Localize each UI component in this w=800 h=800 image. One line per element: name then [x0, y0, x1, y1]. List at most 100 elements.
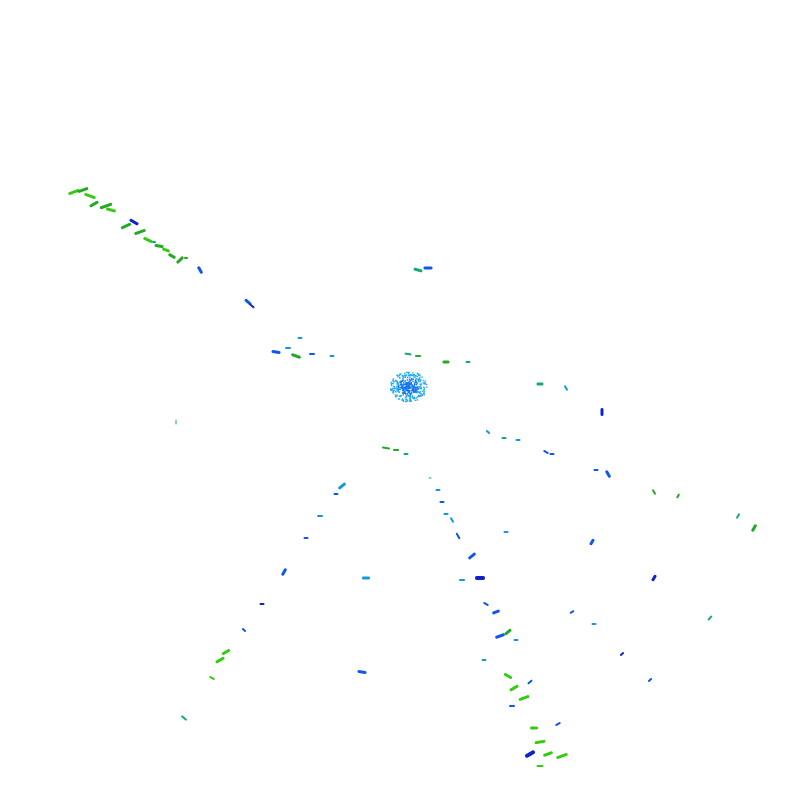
center-echo-dot — [424, 380, 427, 382]
center-echo-dot — [402, 377, 404, 379]
center-echo-dot — [406, 383, 408, 386]
center-echo-dot — [414, 386, 416, 389]
center-echo-dot — [394, 394, 397, 396]
center-echo-dot — [393, 387, 395, 390]
center-echo-dot — [409, 385, 411, 388]
echo-streak — [68, 189, 80, 195]
center-echo-dot — [407, 385, 410, 388]
echo-streak — [619, 652, 625, 656]
center-echo-dot — [413, 374, 415, 376]
center-echo-dot — [414, 388, 417, 390]
echo-streak — [492, 609, 500, 615]
echo-streak — [555, 722, 561, 726]
center-echo-dot — [423, 391, 426, 393]
echo-streak — [77, 187, 89, 193]
center-echo-dot — [404, 372, 406, 374]
center-echo-dot — [407, 387, 409, 390]
center-echo-dot — [404, 380, 406, 382]
echo-streak — [357, 670, 367, 674]
center-echo-dot — [411, 395, 413, 397]
echo-streak — [495, 633, 505, 639]
echo-streak — [413, 267, 423, 273]
center-echo-dot — [418, 378, 420, 380]
center-echo-dot — [413, 385, 415, 387]
center-echo-dot — [390, 383, 392, 385]
echo-streak — [162, 247, 170, 253]
center-echo-dot — [392, 387, 394, 390]
echo-streak — [569, 610, 575, 614]
echo-streak — [404, 352, 412, 356]
center-echo-dot — [405, 389, 408, 392]
center-echo-dot — [397, 374, 399, 376]
echo-streak — [209, 676, 215, 680]
echo-streak — [589, 538, 595, 546]
center-echo-dot — [404, 388, 406, 391]
center-echo-dot — [405, 400, 407, 403]
center-echo-dot — [398, 388, 400, 390]
center-echo-dot — [407, 386, 409, 389]
echo-streak — [751, 524, 757, 532]
echo-streak — [168, 253, 176, 259]
center-echo-dot — [417, 386, 419, 388]
center-echo-dot — [398, 385, 400, 387]
echo-streak — [647, 678, 653, 682]
center-echo-dot — [411, 387, 414, 389]
center-echo-dot — [397, 398, 400, 400]
center-echo-dot — [398, 398, 401, 400]
center-echo-dot — [393, 381, 395, 383]
center-echo-dot — [423, 387, 425, 389]
center-echo-dot — [406, 393, 408, 395]
echo-streak — [89, 200, 99, 208]
center-echo-dot — [402, 379, 404, 381]
center-echo-dot — [403, 390, 405, 392]
center-echo-dot — [420, 384, 422, 386]
center-echo-dot — [409, 382, 411, 384]
center-echo-dot — [406, 390, 409, 392]
center-echo-dot — [416, 388, 418, 390]
center-echo-dot — [399, 384, 402, 386]
echo-streak — [241, 628, 247, 632]
center-echo-dot — [413, 376, 415, 378]
center-echo-dot — [409, 394, 411, 396]
echo-streak — [527, 679, 533, 685]
center-echo-dot — [406, 379, 409, 381]
center-echo-dot — [407, 376, 409, 379]
center-echo-dot — [415, 391, 417, 394]
echo-streak — [518, 695, 530, 701]
echo-streak — [543, 450, 549, 454]
center-echo-dot — [407, 381, 409, 384]
echo-streak — [556, 753, 568, 759]
center-echo-dot — [392, 379, 394, 382]
center-echo-dot — [402, 388, 404, 390]
center-echo-dot — [399, 395, 402, 398]
center-echo-dot — [402, 387, 405, 389]
center-echo-dot — [409, 400, 411, 402]
center-echo-dot — [412, 374, 414, 377]
center-echo-dot — [392, 390, 394, 392]
center-echo-dot — [399, 388, 401, 391]
center-echo-dot — [418, 380, 420, 383]
center-echo-dot — [390, 381, 392, 384]
center-echo-dot — [416, 399, 419, 401]
echo-streak — [676, 493, 680, 499]
center-echo-dot — [410, 390, 413, 392]
center-echo-dot — [408, 395, 410, 397]
center-echo-dot — [410, 382, 413, 384]
center-echo-dot — [419, 391, 421, 393]
center-echo-dot — [408, 373, 410, 375]
center-echo-dot — [414, 381, 417, 383]
echo-streak — [338, 482, 346, 490]
center-echo-dot — [390, 388, 392, 390]
center-echo-dot — [412, 380, 414, 382]
center-echo-dot — [397, 387, 400, 389]
center-echo-dot — [415, 389, 417, 392]
center-echo-dot — [392, 378, 395, 380]
center-echo-dot — [402, 381, 405, 384]
echo-streak — [134, 229, 146, 235]
center-echo-dot — [395, 396, 397, 398]
center-echo-dot — [414, 386, 417, 388]
center-echo-dot — [405, 396, 408, 398]
echo-streak — [485, 430, 491, 434]
echo-streak — [564, 385, 568, 391]
center-echo-dot — [408, 391, 411, 394]
